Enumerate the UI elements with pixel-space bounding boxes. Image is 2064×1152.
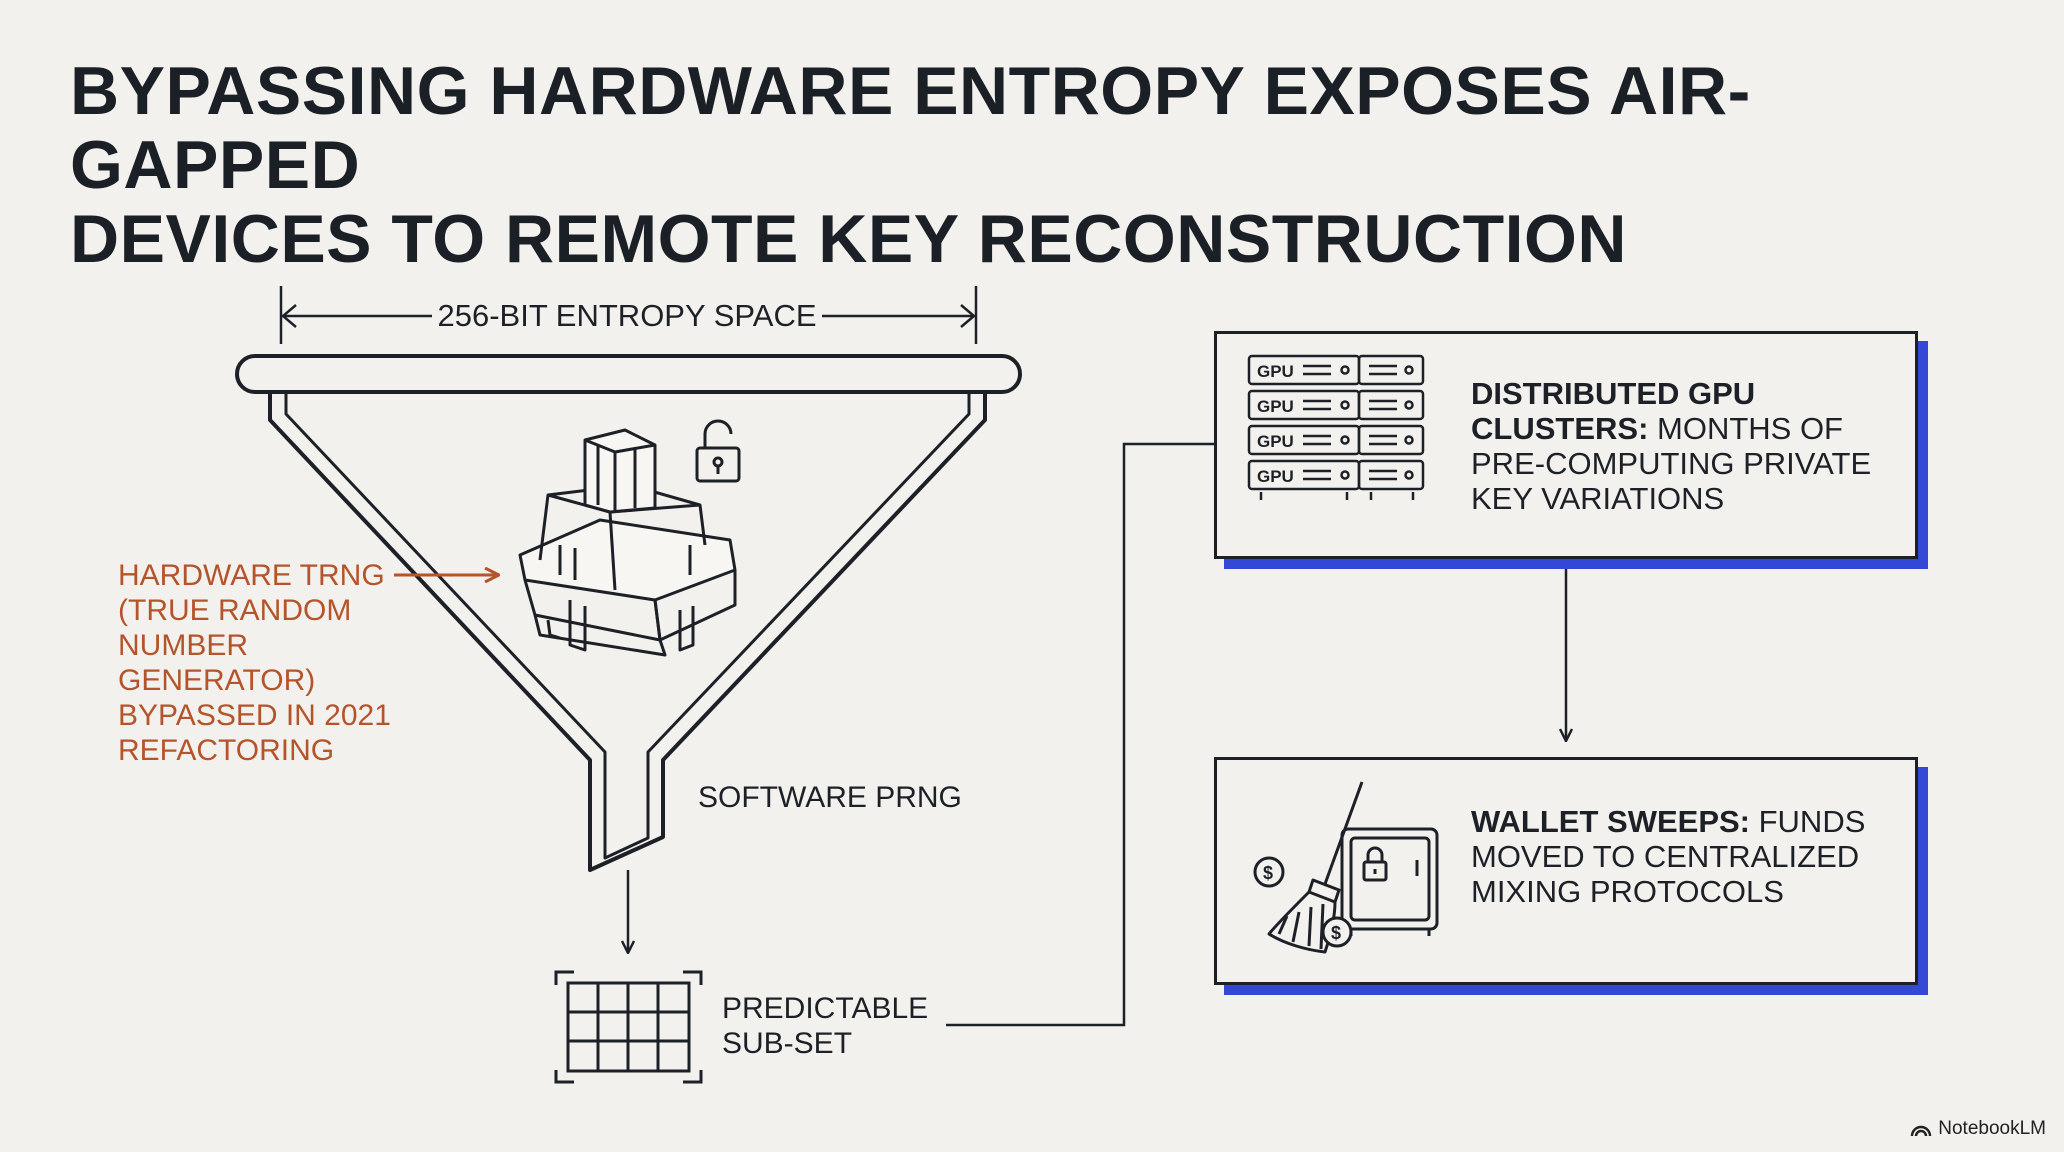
- gpu-text: GPU: [1257, 467, 1294, 486]
- notebooklm-logo-icon: [1911, 1125, 1932, 1137]
- title-line-2: DEVICES TO REMOTE KEY RECONSTRUCTION: [70, 201, 1627, 277]
- gpu-clusters-text: DISTRIBUTED GPU CLUSTERS: MONTHS OF PRE-…: [1471, 376, 1891, 516]
- gpu-server-rack-icon: GPU GPU GPU: [1247, 354, 1425, 500]
- gpu-text: GPU: [1257, 432, 1294, 451]
- subset-to-gpu-connector: [946, 442, 1214, 1027]
- trng-line: HARDWARE TRNG: [118, 559, 385, 592]
- predictable-subset-label: PREDICTABLE SUB-SET: [722, 991, 928, 1061]
- software-prng-label: SOFTWARE PRNG: [698, 781, 962, 814]
- wallet-sweeps-text: WALLET SWEEPS: FUNDS MOVED TO CENTRALIZE…: [1471, 804, 1891, 909]
- wallet-sweeps-box: $ $ WALLET SWEEPS: FUNDS MOVED TO CENTRA…: [1214, 757, 1918, 985]
- trng-line: (TRUE RANDOM: [118, 594, 352, 627]
- funnel-shape: [235, 354, 1022, 872]
- trng-line: NUMBER: [118, 629, 249, 662]
- page-title: BYPASSING HARDWARE ENTROPY EXPOSES AIR-G…: [70, 54, 2010, 276]
- hardware-keyswitch-icon: [518, 428, 737, 657]
- gpu-text: GPU: [1257, 362, 1294, 381]
- trng-line: BYPASSED IN 2021: [118, 699, 391, 732]
- wallet-sweeps-heading: WALLET SWEEPS:: [1471, 804, 1750, 839]
- gpu-text: GPU: [1257, 397, 1294, 416]
- notebooklm-brand: NotebookLM: [1910, 1118, 2046, 1140]
- wallet-sweeps-description: FUNDS MOVED TO CENTRALIZED MIXING PROTOC…: [1471, 804, 1866, 909]
- hardware-trng-label: HARDWARE TRNG (TRUE RANDOM NUMBER GENERA…: [118, 558, 428, 768]
- svg-text:$: $: [1263, 863, 1273, 883]
- svg-text:$: $: [1331, 923, 1341, 943]
- unlocked-padlock-icon: [695, 419, 741, 483]
- subset-line: SUB-SET: [722, 1027, 853, 1060]
- subset-line: PREDICTABLE: [722, 992, 929, 1025]
- trng-line: GENERATOR): [118, 664, 316, 697]
- brand-label: NotebookLM: [1938, 1118, 2046, 1139]
- broom-and-safe-icon: $ $: [1253, 781, 1439, 954]
- entropy-space-label: 256-BIT ENTROPY SPACE: [432, 298, 822, 333]
- trng-line: REFACTORING: [118, 734, 335, 767]
- subset-grid-icon: [554, 970, 703, 1084]
- gpu-clusters-description: MONTHS OF PRE-COMPUTING PRIVATE KEY VARI…: [1471, 411, 1872, 516]
- gpu-clusters-box: GPU GPU GPU: [1214, 331, 1918, 559]
- gpu-clusters-heading: DISTRIBUTED GPU CLUSTERS:: [1471, 376, 1756, 446]
- title-line-1: BYPASSING HARDWARE ENTROPY EXPOSES AIR-G…: [70, 53, 1751, 203]
